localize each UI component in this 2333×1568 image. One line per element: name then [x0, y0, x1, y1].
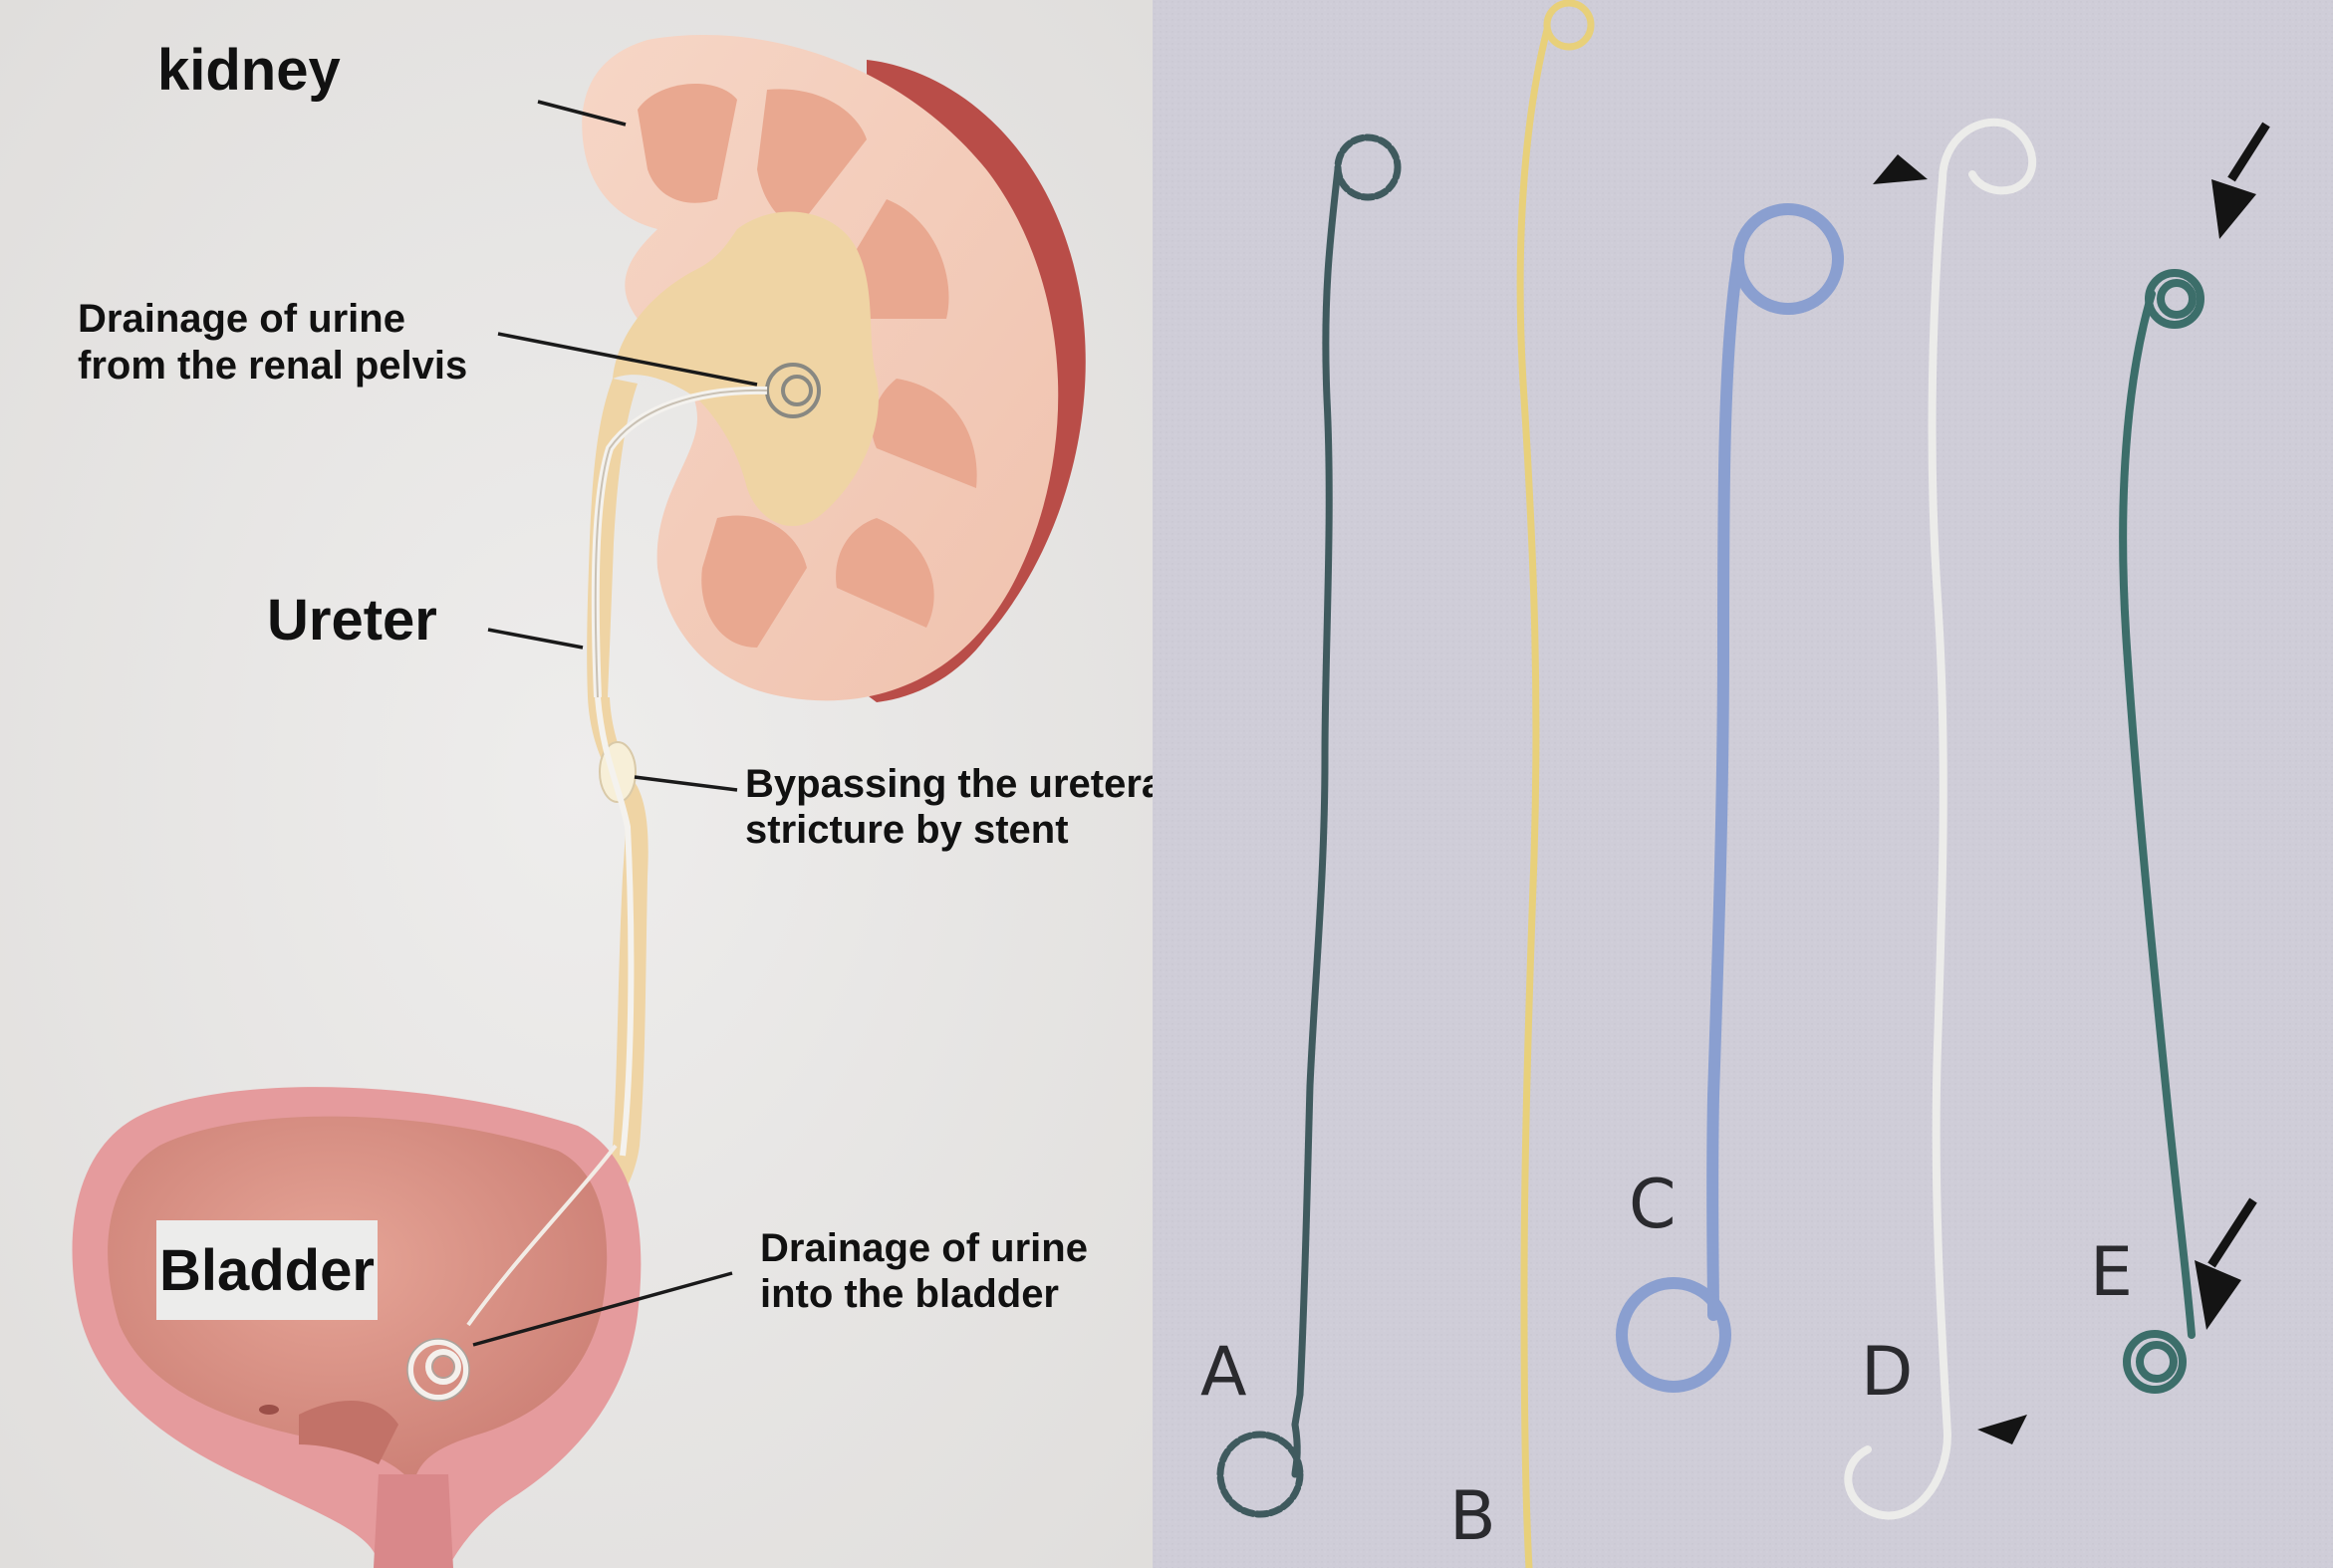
label-bladder: Bladder: [159, 1238, 375, 1303]
anatomy-panel: kidney Drainage of urine from the renal …: [0, 0, 1174, 1568]
label-drainage-pelvis-line1: Drainage of urine: [78, 297, 405, 341]
bladder-neck: [374, 1474, 453, 1568]
arrow-bottom-E-icon: [2195, 1197, 2257, 1330]
stent-B: [1516, 0, 1595, 1568]
stent-letter-B: B: [1449, 1477, 1496, 1556]
label-bladder-box: [156, 1220, 378, 1320]
ureteral-orifice: [259, 1405, 279, 1415]
leader-ureter: [487, 628, 584, 650]
stent-tube-upper-outline: [594, 389, 768, 698]
label-kidney: kidney: [157, 38, 341, 103]
stent-D: [1844, 118, 2037, 1520]
stent-C: [1616, 203, 1844, 1393]
leader-pelvis: [497, 332, 758, 387]
kidney-pyramid: [836, 518, 934, 628]
arrowhead-top-D-icon: [1873, 154, 1928, 184]
stent-letter-D: D: [1861, 1333, 1913, 1412]
label-bypass-line1: Bypassing the ureteral: [745, 762, 1174, 806]
kidney-pyramid: [701, 515, 807, 648]
stent-letter-A: A: [1200, 1333, 1247, 1412]
label-drainage-bladder-line1: Drainage of urine: [760, 1226, 1088, 1270]
kidney-pyramid: [638, 83, 737, 203]
stent-tube-lower: [595, 696, 635, 1157]
bladder-stent-coil-outline: [406, 1338, 470, 1402]
arrowhead-bottom-D-icon: [1977, 1415, 2027, 1444]
bladder-trigone: [299, 1401, 398, 1464]
renal-pelvis: [613, 211, 879, 527]
ureter-lower: [588, 697, 648, 1215]
stent-E: [2119, 269, 2204, 1394]
kidney-pyramid: [872, 379, 977, 488]
kidney-illustration: [582, 35, 1086, 702]
label-drainage-pelvis-line2: from the renal pelvis: [78, 344, 467, 388]
label-ureter: Ureter: [267, 588, 437, 653]
leader-bypass: [634, 775, 738, 792]
ureter-illustration: [588, 696, 648, 1215]
stent-letter-C: C: [1629, 1166, 1676, 1244]
leader-bladder-drain: [472, 1271, 733, 1347]
stent-photo-panel: A B C D: [1153, 0, 2333, 1568]
label-drainage-bladder-line2: into the bladder: [760, 1272, 1059, 1316]
stent-letter-E: E: [2090, 1233, 2133, 1312]
bladder-stent-coil: [407, 1339, 469, 1401]
leader-kidney: [537, 100, 627, 127]
label-bypass-line2: stricture by stent: [745, 808, 1069, 852]
kidney-pyramid: [757, 89, 867, 230]
arrow-top-E-icon: [2211, 122, 2270, 239]
stent-tube-bladder: [466, 1144, 618, 1327]
leader-lines: [472, 100, 758, 1347]
stent-A: [1216, 133, 1402, 1518]
kidney-pyramid: [849, 199, 949, 319]
